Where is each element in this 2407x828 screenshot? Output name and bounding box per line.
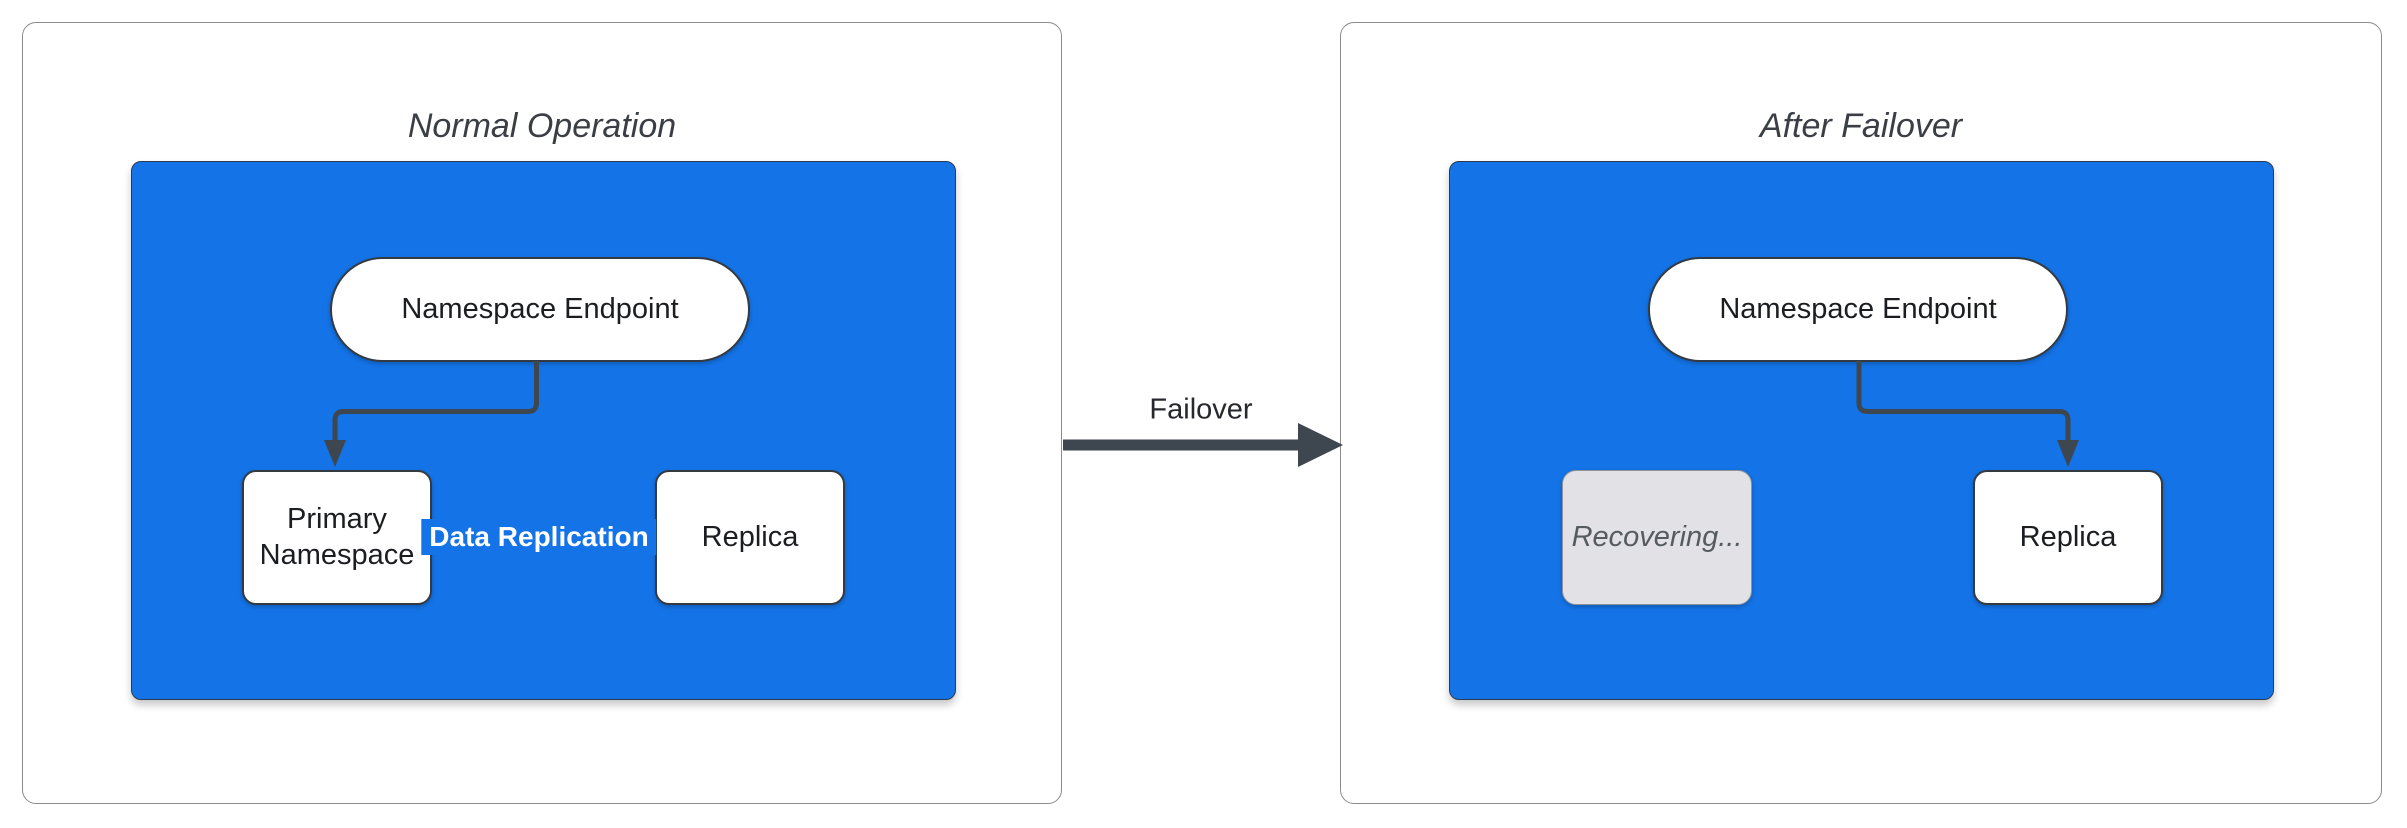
- replica-label-right: Replica: [2019, 520, 2117, 553]
- failover-transition-label: Failover: [1149, 393, 1253, 426]
- replica-node-right: Replica: [1973, 470, 2163, 605]
- panel-normal-operation: Normal Operation Namespace Endpoint Prim…: [22, 22, 1062, 804]
- failover-arrowhead-icon: [1298, 423, 1343, 467]
- cluster-after-failover: Namespace Endpoint Recovering... Replica: [1449, 161, 2274, 700]
- recovering-node: Recovering...: [1562, 470, 1752, 605]
- data-replication-edge-label: Data Replication: [421, 519, 657, 555]
- namespace-endpoint-label-right: Namespace Endpoint: [1719, 292, 1997, 325]
- cluster-normal-operation: Namespace Endpoint Primary Namespace Rep…: [131, 161, 956, 700]
- namespace-endpoint-node-left: Namespace Endpoint: [330, 257, 750, 362]
- primary-namespace-node: Primary Namespace: [242, 470, 432, 605]
- namespace-endpoint-node-right: Namespace Endpoint: [1648, 257, 2068, 362]
- panel-after-failover: After Failover Namespace Endpoint Recove…: [1340, 22, 2382, 804]
- recovering-label: Recovering...: [1571, 520, 1743, 553]
- replica-label-left: Replica: [701, 520, 799, 553]
- replica-node-left: Replica: [655, 470, 845, 605]
- namespace-endpoint-label-left: Namespace Endpoint: [401, 292, 679, 325]
- panel-title-after-failover: After Failover: [1759, 107, 1963, 145]
- panel-title-normal-operation: Normal Operation: [407, 107, 677, 145]
- primary-namespace-label: Primary Namespace: [259, 503, 415, 571]
